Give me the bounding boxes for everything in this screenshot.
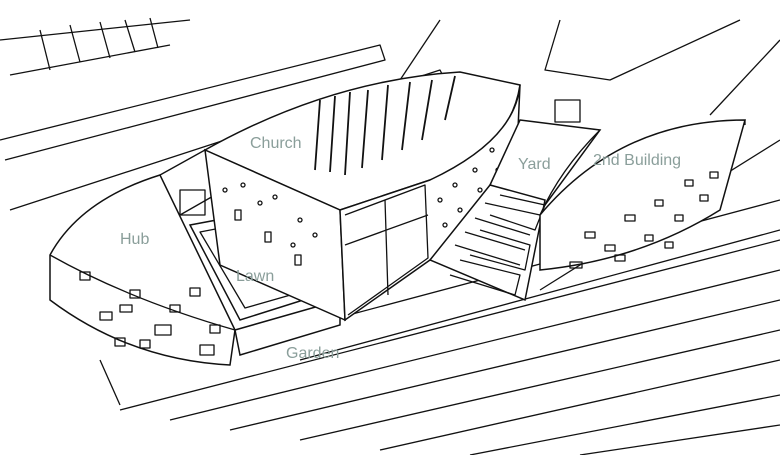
label-second-building: 2nd Building [593,152,682,169]
label-lawn: Lawn [236,268,275,285]
label-hub: Hub [120,231,150,248]
label-church: Church [250,135,302,152]
hub-building [49,149,236,366]
yard-stairs [428,99,602,302]
church-building [203,71,521,322]
label-yard: Yard [518,156,551,173]
second-building [539,119,746,271]
label-garden: Garden [286,345,340,362]
